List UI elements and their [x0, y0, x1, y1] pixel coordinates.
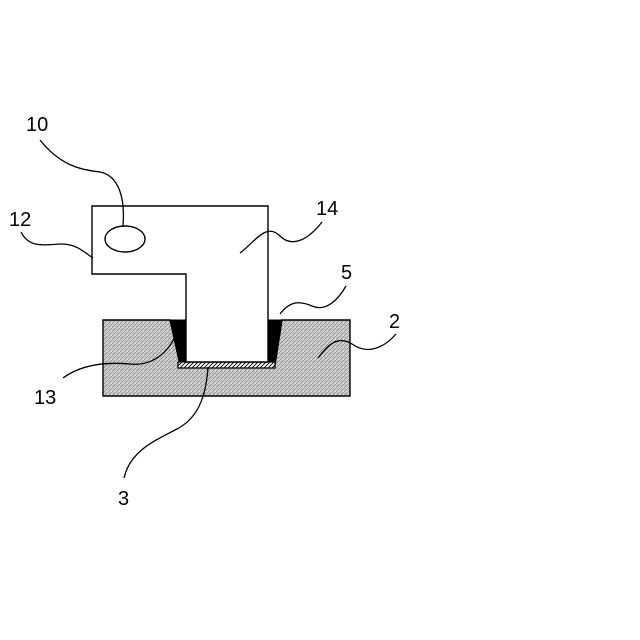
ref-label-14: 14	[316, 198, 338, 220]
ref-label-2: 2	[389, 311, 400, 333]
bonding-layer	[178, 362, 275, 368]
ref-label-10: 10	[26, 114, 48, 136]
leader-line-5	[280, 286, 346, 314]
ref-label-12: 12	[9, 209, 31, 231]
ref-label-5: 5	[341, 262, 352, 284]
leader-line-12	[21, 232, 93, 258]
ref-label-13: 13	[34, 387, 56, 409]
ref-label-3: 3	[118, 488, 129, 510]
terminal-hole	[105, 226, 145, 252]
